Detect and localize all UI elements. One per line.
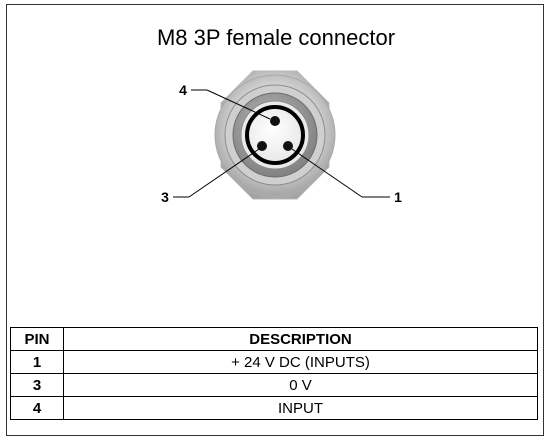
- table-row: 1 + 24 V DC (INPUTS): [10, 350, 538, 374]
- pin-table: PIN DESCRIPTION 1 + 24 V DC (INPUTS) 3 0…: [10, 327, 538, 420]
- pin-4-socket: [270, 116, 280, 126]
- connector-diagram: 4 3 1: [161, 70, 402, 205]
- pin-3-leader-diag: [188, 148, 260, 198]
- pin-3-callout: 3: [161, 189, 169, 205]
- pin-4-callout: 4: [179, 82, 187, 98]
- table-row: 3 0 V: [10, 373, 538, 397]
- description-column-header: DESCRIPTION: [63, 327, 538, 351]
- table-header-row: PIN DESCRIPTION: [10, 327, 538, 351]
- pin-1-leader-diag: [291, 148, 363, 198]
- description-cell: + 24 V DC (INPUTS): [63, 350, 538, 374]
- description-cell: INPUT: [63, 396, 538, 420]
- description-cell: 0 V: [63, 373, 538, 397]
- diagram-title: M8 3P female connector: [156, 25, 396, 50]
- pin-cell: 3: [10, 373, 64, 397]
- pin-1-socket: [283, 141, 293, 151]
- pin-1-callout: 1: [394, 189, 402, 205]
- table-row: 4 INPUT: [10, 396, 538, 420]
- pin-cell: 4: [10, 396, 64, 420]
- pin-3-socket: [257, 141, 267, 151]
- pin-4-leader-diag: [206, 89, 271, 120]
- connector-housing: [214, 70, 336, 200]
- pin-cell: 1: [10, 350, 64, 374]
- pin-column-header: PIN: [10, 327, 64, 351]
